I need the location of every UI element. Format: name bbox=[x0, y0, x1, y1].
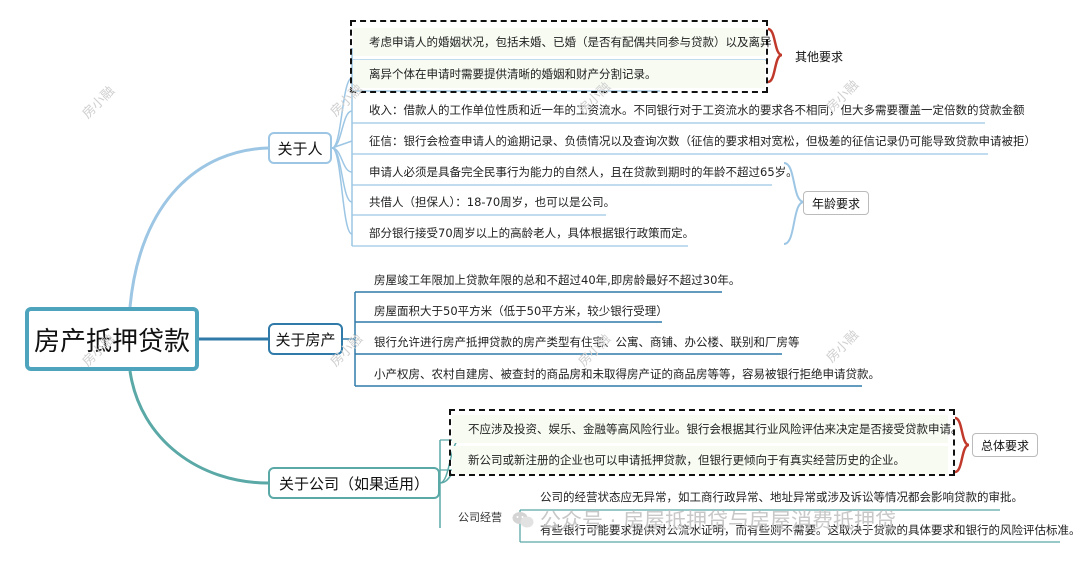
tag-overall-requirements-text: 总体要求 bbox=[981, 438, 1030, 453]
person-item-age-2[interactable]: 共借人（担保人）：18-70周岁，也可以是公司。 bbox=[353, 188, 615, 216]
category-person-label: 关于人 bbox=[277, 139, 323, 158]
company-item-1-text: 不应涉及投资、娱乐、金融等高风险行业。银行会根据其行业风险评估来决定是否接受贷款… bbox=[468, 422, 963, 436]
person-item-age-1-text: 申请人必须是具备完全民事行为能力的自然人，且在贷款到期时的年龄不超过65岁。 bbox=[369, 165, 798, 179]
category-company-label: 关于公司（如果适用） bbox=[278, 474, 429, 493]
person-item-age-1[interactable]: 申请人必须是具备完全民事行为能力的自然人，且在贷款到期时的年龄不超过65岁。 bbox=[353, 158, 798, 186]
person-item-age-2-text: 共借人（担保人）：18-70周岁，也可以是公司。 bbox=[369, 195, 616, 209]
company-item-4[interactable]: 有些银行可能要求提供对公流水证明，而有些则不需要。这取决于贷款的具体要求和银行的… bbox=[524, 518, 1080, 542]
company-item-3-text: 公司的经营状态应无异常，如工商行政异常、地址异常或涉及诉讼等情况都会影响贷款的审… bbox=[540, 490, 1023, 504]
property-item-1[interactable]: 房屋竣工年限加上贷款年限的总和不超过40年,即房龄最好不超过30年。 bbox=[358, 266, 740, 294]
person-item-1-text: 考虑申请人的婚姻状况，包括未婚、已婚（是否有配偶共同参与贷款）以及离异 bbox=[369, 35, 772, 49]
person-item-income-text: 收入：借款人的工作单位性质和近一年的工资流水。不同银行对于工资流水的要求各不相同… bbox=[369, 103, 1025, 117]
person-item-age-3-text: 部分银行接受70周岁以上的高龄老人，具体根据银行政策而定。 bbox=[369, 226, 695, 240]
label-company-operation[interactable]: 公司经营 bbox=[458, 509, 502, 525]
property-item-4-text: 小产权房、农村自建房、被查封的商品房和未取得房产证的商品房等等，容易被银行拒绝申… bbox=[374, 367, 880, 381]
tag-age-requirements[interactable]: 年龄要求 bbox=[803, 191, 870, 215]
property-item-2[interactable]: 房屋面积大于50平方米（低于50平方米，较少银行受理） bbox=[358, 297, 668, 325]
property-item-2-text: 房屋面积大于50平方米（低于50平方米，较少银行受理） bbox=[374, 304, 668, 318]
person-item-2[interactable]: 离异个体在申请时需要提供清晰的婚姻和财产分割记录。 bbox=[353, 60, 765, 88]
footer-text: 公众号 · 房屋抵押贷与房屋消费抵押贷 bbox=[540, 509, 897, 533]
tag-other-requirements-text: 其他要求 bbox=[795, 49, 844, 64]
person-item-age-3[interactable]: 部分银行接受70周岁以上的高龄老人，具体根据银行政策而定。 bbox=[353, 219, 694, 247]
tag-other-requirements[interactable]: 其他要求 bbox=[787, 44, 852, 68]
footer-watermark: 公众号 · 房屋抵押贷与房屋消费抵押贷 bbox=[512, 505, 896, 535]
root-node[interactable]: 房产抵押贷款 bbox=[25, 307, 199, 371]
category-company[interactable]: 关于公司（如果适用） bbox=[268, 467, 440, 499]
company-item-4-text: 有些银行可能要求提供对公流水证明，而有些则不需要。这取决于贷款的具体要求和银行的… bbox=[540, 523, 1080, 537]
tag-overall-requirements[interactable]: 总体要求 bbox=[972, 433, 1039, 457]
property-item-1-text: 房屋竣工年限加上贷款年限的总和不超过40年,即房龄最好不超过30年。 bbox=[374, 273, 741, 287]
company-item-1[interactable]: 不应涉及投资、娱乐、金融等高风险行业。银行会根据其行业风险评估来决定是否接受贷款… bbox=[452, 415, 963, 443]
person-item-credit-text: 征信：银行会检查申请人的逾期记录、负债情况以及查询次数（征信的要求相对宽松，但极… bbox=[369, 134, 1036, 148]
company-item-2[interactable]: 新公司或新注册的企业也可以申请抵押贷款，但银行更倾向于有真实经营历史的企业。 bbox=[452, 446, 948, 474]
person-item-income[interactable]: 收入：借款人的工作单位性质和近一年的工资流水。不同银行对于工资流水的要求各不相同… bbox=[353, 96, 1025, 124]
root-label: 房产抵押贷款 bbox=[33, 326, 190, 357]
property-item-4[interactable]: 小产权房、农村自建房、被查封的商品房和未取得房产证的商品房等等，容易被银行拒绝申… bbox=[358, 360, 880, 388]
tag-age-requirements-text: 年龄要求 bbox=[812, 196, 861, 211]
company-item-3[interactable]: 公司的经营状态应无异常，如工商行政异常、地址异常或涉及诉讼等情况都会影响贷款的审… bbox=[524, 485, 1023, 509]
category-property[interactable]: 关于房产 bbox=[268, 323, 343, 355]
person-item-2-text: 离异个体在申请时需要提供清晰的婚姻和财产分割记录。 bbox=[369, 67, 657, 81]
property-item-3-text: 银行允许进行房产抵押贷款的房产类型有住宅、公寓、商铺、办公楼、联别和厂房等 bbox=[374, 335, 800, 349]
category-person[interactable]: 关于人 bbox=[268, 132, 332, 164]
property-item-3[interactable]: 银行允许进行房产抵押贷款的房产类型有住宅、公寓、商铺、办公楼、联别和厂房等 bbox=[358, 328, 800, 356]
person-item-1[interactable]: 考虑申请人的婚姻状况，包括未婚、已婚（是否有配偶共同参与贷款）以及离异 bbox=[353, 28, 772, 56]
category-property-label: 关于房产 bbox=[275, 330, 336, 349]
label-company-operation-text: 公司经营 bbox=[458, 511, 502, 524]
person-item-credit[interactable]: 征信：银行会检查申请人的逾期记录、负债情况以及查询次数（征信的要求相对宽松，但极… bbox=[353, 127, 1036, 155]
dashed-group-person bbox=[350, 20, 768, 93]
company-item-2-text: 新公司或新注册的企业也可以申请抵押贷款，但银行更倾向于有真实经营历史的企业。 bbox=[468, 453, 905, 467]
wechat-icon bbox=[512, 512, 534, 528]
dashed-group-company bbox=[449, 409, 955, 476]
